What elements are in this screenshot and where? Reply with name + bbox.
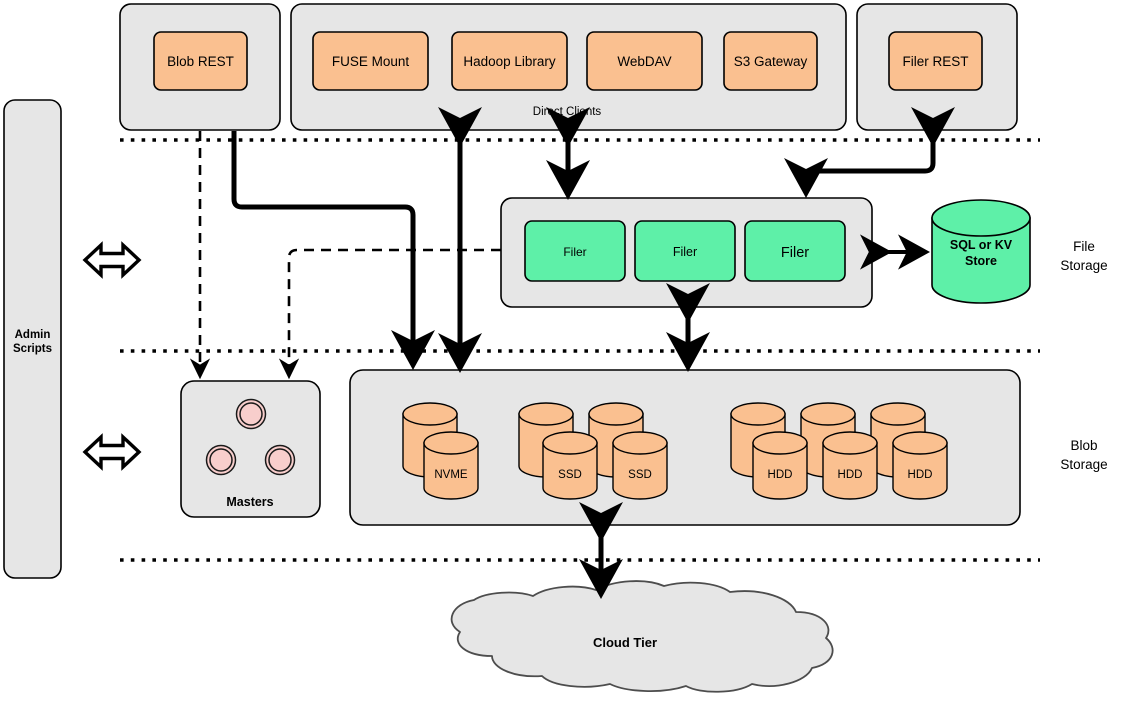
filer-node-1-label: Filer bbox=[563, 245, 586, 259]
disk-label-ssd: SSD bbox=[628, 469, 652, 481]
admin-scripts-label-line1: Admin bbox=[15, 329, 51, 341]
tier-label-blob-storage-line2: Storage bbox=[1060, 457, 1107, 472]
volume-servers-group: NVME SSD SSD bbox=[349, 369, 1021, 526]
sql-or-kv-store-cylinder[interactable]: SQL or KV Store bbox=[931, 199, 1031, 304]
client-label-webdav: WebDAV bbox=[617, 54, 671, 69]
client-box-blob-rest[interactable]: Blob REST bbox=[153, 31, 248, 91]
client-label-fuse-mount: FUSE Mount bbox=[332, 54, 410, 69]
disk-label-hdd: HDD bbox=[838, 469, 863, 481]
connector-blob-rest-to-volume-servers bbox=[231, 131, 435, 370]
filer-node-2[interactable]: Filer bbox=[634, 220, 736, 282]
admin-to-filer-bidirectional-arrow bbox=[82, 241, 142, 279]
disk-cylinder-front-hdd: HDD bbox=[892, 431, 948, 500]
disk-label-ssd: SSD bbox=[558, 469, 582, 481]
tier-label-file-storage-line2: Storage bbox=[1060, 258, 1107, 273]
client-label-s3-gateway: S3 Gateway bbox=[734, 54, 808, 69]
client-label-filer-rest: Filer REST bbox=[902, 54, 968, 69]
admin-scripts-box[interactable]: Admin Scripts bbox=[3, 99, 62, 579]
disk-cluster-nvme[interactable]: NVME bbox=[402, 402, 479, 500]
disk-cylinder-front-ssd: SSD bbox=[542, 431, 598, 500]
tier-label-file-storage-line1: File bbox=[1073, 239, 1095, 254]
sql-or-kv-store-label-line1: SQL or KV bbox=[950, 238, 1013, 252]
blob-rest-group: Blob REST bbox=[119, 3, 281, 131]
master-node-2 bbox=[205, 444, 237, 476]
admin-scripts-label-line2: Scripts bbox=[13, 343, 52, 355]
filer-node-1[interactable]: Filer bbox=[524, 220, 626, 282]
client-box-fuse-mount[interactable]: FUSE Mount bbox=[312, 31, 429, 91]
disk-label-hdd: HDD bbox=[768, 469, 793, 481]
tier-label-blob-storage-line1: Blob bbox=[1070, 438, 1097, 453]
admin-to-blob-bidirectional-arrow bbox=[82, 433, 142, 471]
client-box-s3-gateway[interactable]: S3 Gateway bbox=[723, 31, 818, 91]
cloud-tier-label: Cloud Tier bbox=[593, 635, 657, 650]
client-box-webdav[interactable]: WebDAV bbox=[586, 31, 703, 91]
direct-clients-caption: Direct Clients bbox=[533, 106, 602, 118]
disk-label-nvme: NVME bbox=[434, 469, 468, 481]
filer-group: Filer Filer Filer bbox=[500, 197, 873, 308]
client-box-filer-rest[interactable]: Filer REST bbox=[888, 31, 983, 91]
filer-node-2-label: Filer bbox=[673, 245, 697, 259]
filer-node-3[interactable]: Filer bbox=[744, 220, 846, 282]
filer-rest-group: Filer REST bbox=[856, 3, 1018, 131]
connector-filer-to-masters bbox=[278, 248, 501, 380]
disk-cylinder-front-nvme: NVME bbox=[423, 431, 479, 500]
filer-node-3-label: Filer bbox=[781, 245, 809, 261]
disk-cylinder-front-hdd: HDD bbox=[822, 431, 878, 500]
sql-or-kv-store-label-line2: Store bbox=[965, 254, 997, 268]
client-label-hadoop-library: Hadoop Library bbox=[463, 54, 556, 69]
disk-label-hdd: HDD bbox=[908, 469, 933, 481]
client-box-hadoop-library[interactable]: Hadoop Library bbox=[451, 31, 568, 91]
disk-cluster-hdd[interactable]: HDD HDD HDD bbox=[730, 402, 948, 500]
direct-clients-group: FUSE Mount Hadoop Library WebDAV S3 Gate… bbox=[290, 3, 847, 131]
master-node-3 bbox=[264, 444, 296, 476]
connector-filer-rest-to-filer bbox=[784, 107, 955, 198]
tier-label-file-storage: File Storage bbox=[1060, 239, 1107, 273]
tier-label-blob-storage: Blob Storage bbox=[1060, 438, 1107, 472]
disk-cylinder-front-hdd: HDD bbox=[752, 431, 808, 500]
disk-cluster-ssd[interactable]: SSD SSD bbox=[518, 402, 668, 500]
cloud-tier-shape[interactable]: Cloud Tier bbox=[450, 580, 834, 693]
client-label-blob-rest: Blob REST bbox=[167, 54, 234, 69]
masters-box[interactable]: Masters bbox=[180, 380, 321, 518]
master-node-1 bbox=[235, 398, 267, 430]
masters-label: Masters bbox=[226, 495, 273, 509]
disk-cylinder-front-ssd: SSD bbox=[612, 431, 668, 500]
